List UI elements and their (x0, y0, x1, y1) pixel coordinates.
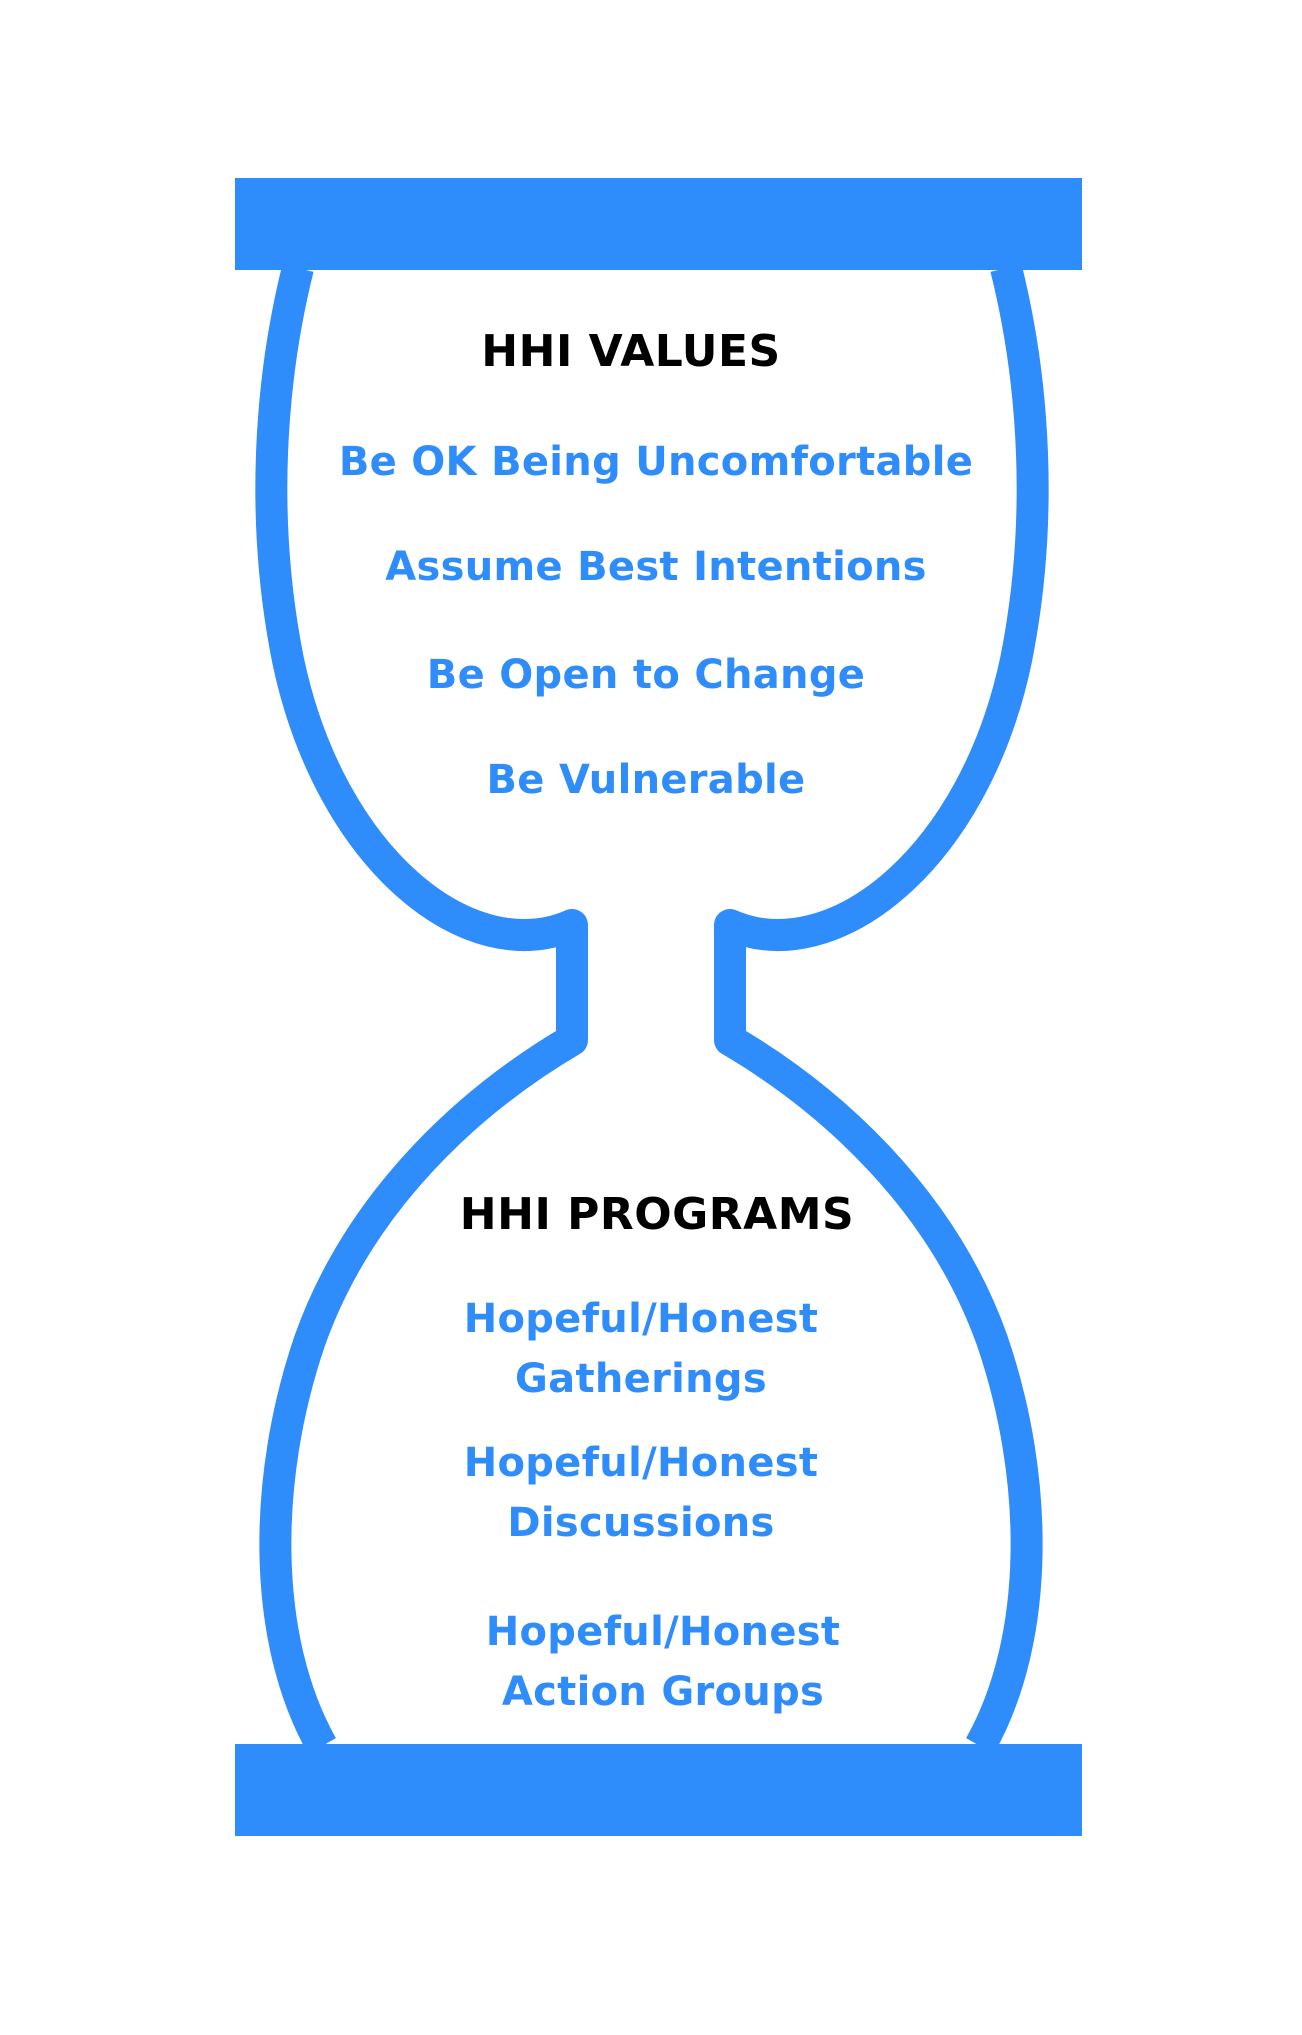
programs-item-line: Hopeful/Honest (463, 1440, 819, 1486)
values-item: Be OK Being Uncomfortable (338, 439, 974, 485)
programs-item: Hopeful/Honest Gatherings (0, 1289, 1292, 1409)
hourglass-top-bar (235, 178, 1082, 270)
hourglass-glass-outline (255, 264, 1049, 1754)
programs-item-line: Gatherings (515, 1356, 767, 1402)
values-item: Assume Best Intentions (385, 544, 927, 590)
programs-item-line: Action Groups (501, 1669, 825, 1715)
programs-item: Hopeful/Honest Discussions (0, 1433, 1292, 1553)
values-item: Be Vulnerable (486, 757, 806, 803)
programs-item-line: Hopeful/Honest (485, 1609, 841, 1655)
values-heading: HHI VALUES (481, 326, 781, 377)
hourglass-bottom-bar (235, 1744, 1082, 1836)
values-item: Be Open to Change (426, 652, 866, 698)
programs-item-line: Discussions (507, 1500, 775, 1546)
programs-item: Hopeful/Honest Action Groups (12, 1602, 1302, 1722)
programs-heading: HHI PROGRAMS (459, 1189, 855, 1240)
programs-item-line: Hopeful/Honest (463, 1296, 819, 1342)
